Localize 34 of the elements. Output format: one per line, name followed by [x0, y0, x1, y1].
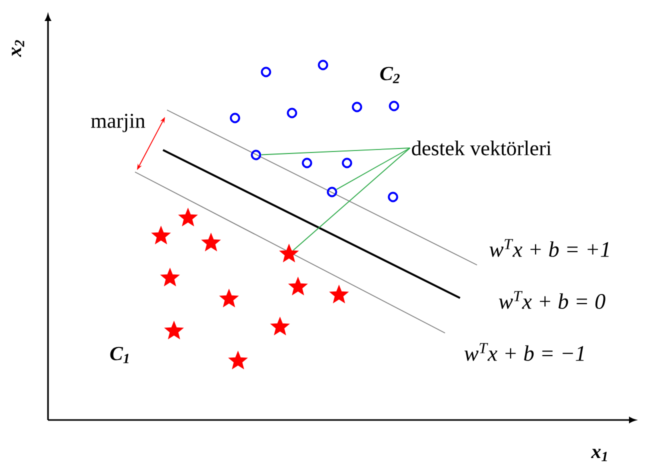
data-point	[250, 150, 262, 160]
data-point	[260, 66, 272, 78]
margin-label: marjin	[91, 114, 146, 132]
data-point	[151, 226, 171, 244]
axis-label: x$_{1}$	[591, 448, 607, 462]
data-point	[318, 60, 328, 70]
data-point	[288, 276, 308, 296]
data-point	[388, 100, 400, 112]
leader-line	[292, 148, 410, 251]
leader-line	[260, 148, 410, 156]
data-point	[160, 268, 180, 286]
data-point	[326, 186, 338, 198]
data-point	[164, 320, 184, 340]
leader-line	[336, 148, 410, 190]
data-point	[329, 284, 349, 304]
callout-text: destek vektörleri	[412, 140, 552, 156]
data-point	[286, 108, 298, 118]
data-point	[388, 192, 398, 202]
data-point	[270, 316, 290, 336]
axis-label: x$_{2}$	[12, 40, 24, 57]
equation-label: w$^{T}$x + b = 0	[498, 291, 606, 309]
data-point	[302, 158, 312, 168]
data-point	[279, 244, 299, 262]
data-point	[178, 208, 198, 226]
data-point	[219, 288, 239, 308]
class-label: C$_{2}$	[380, 66, 400, 84]
class-label: C$_{1}$	[110, 346, 128, 364]
data-point	[352, 102, 362, 112]
data-point	[228, 350, 248, 370]
data-point	[230, 112, 240, 124]
data-point	[201, 232, 221, 252]
equation-label: w$^{T}$x + b = −1	[464, 343, 584, 361]
equation-label: w$^{T}$x + b = +1	[490, 239, 609, 257]
data-point	[342, 158, 352, 168]
